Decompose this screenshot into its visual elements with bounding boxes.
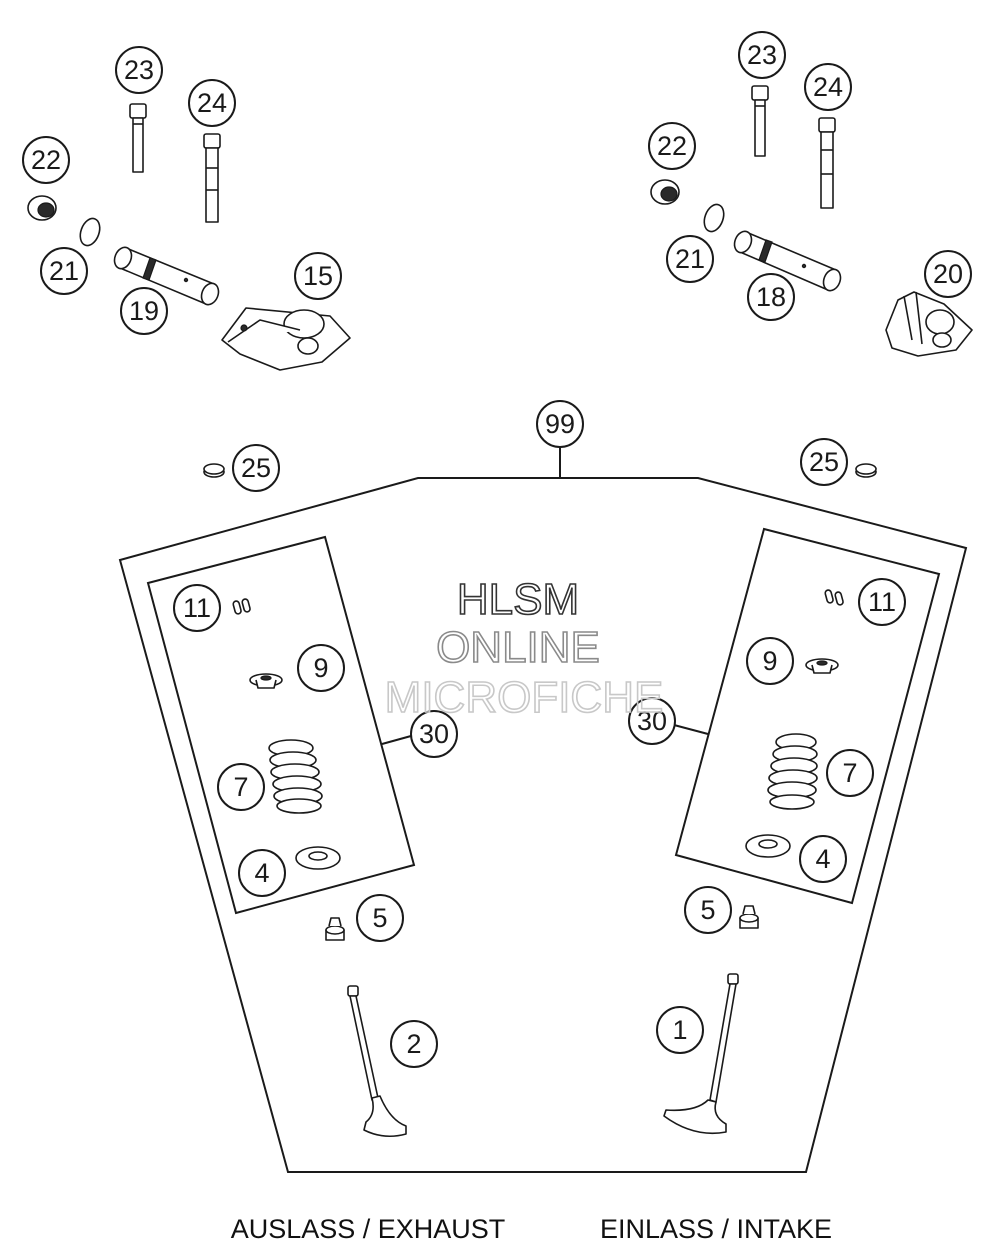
svg-text:25: 25: [809, 447, 839, 477]
callout-24-left: 24: [188, 79, 236, 127]
callout-4-left: 4: [238, 849, 286, 897]
callout-7-right: 7: [826, 749, 874, 797]
callout-7-left: 7: [217, 763, 265, 811]
callout-23-left: 23: [115, 46, 163, 94]
svg-text:7: 7: [842, 758, 857, 788]
valve-keepers-11-left: [232, 598, 251, 615]
watermark-line-1: HLSM: [457, 575, 579, 624]
exhaust-valve-2: [347, 985, 407, 1138]
bolt-24-right: [818, 117, 836, 209]
svg-text:4: 4: [254, 858, 269, 888]
callout-21-left: 21: [40, 247, 88, 295]
callout-30-right: 30: [628, 697, 676, 745]
bolt-24-left: [203, 133, 221, 223]
svg-text:11: 11: [868, 587, 896, 617]
callout-15: 15: [294, 252, 342, 300]
valve-seal-5-right: [739, 905, 759, 929]
leader-30-exhaust: [381, 735, 412, 745]
svg-text:25: 25: [241, 453, 271, 483]
spring-seat-4-right: [745, 834, 791, 858]
callout-18: 18: [747, 273, 795, 321]
svg-text:5: 5: [700, 895, 715, 925]
rocker-arm-20: [885, 291, 973, 357]
svg-text:11: 11: [183, 593, 211, 623]
shim-25-right: [855, 463, 877, 478]
plug-22-right: [650, 179, 680, 205]
callout-4-right: 4: [799, 835, 847, 883]
svg-text:24: 24: [197, 88, 227, 118]
svg-text:7: 7: [233, 772, 248, 802]
callout-23-right: 23: [738, 31, 786, 79]
callout-2: 2: [390, 1020, 438, 1068]
callout-25-left: 25: [232, 444, 280, 492]
callout-21-right: 21: [666, 235, 714, 283]
watermark: HLSM ONLINE MICROFICHE: [384, 574, 664, 723]
callout-9-right: 9: [746, 637, 794, 685]
callout-25-right: 25: [800, 438, 848, 486]
svg-text:21: 21: [675, 244, 705, 274]
bolt-23-left: [129, 103, 147, 173]
callout-11-left: 11: [173, 584, 221, 632]
callout-9-left: 9: [297, 644, 345, 692]
spring-retainer-9-right: [805, 658, 839, 674]
callout-19: 19: [120, 287, 168, 335]
plug-22-left: [27, 195, 57, 221]
leader-30-intake: [673, 724, 709, 735]
callout-5-left: 5: [356, 894, 404, 942]
shim-25-left: [203, 463, 225, 478]
svg-text:1: 1: [672, 1015, 687, 1045]
spring-seat-4-left: [295, 846, 341, 870]
watermark-line-2: ONLINE: [436, 623, 600, 672]
svg-text:22: 22: [31, 145, 61, 175]
valve-seal-5-left: [325, 917, 345, 941]
svg-text:19: 19: [129, 296, 159, 326]
callout-24-right: 24: [804, 63, 852, 111]
spring-retainer-9-left: [249, 673, 283, 689]
svg-text:4: 4: [815, 844, 830, 874]
kit-30-intake-box: [674, 527, 941, 905]
intake-valve-1: [663, 973, 739, 1135]
rocker-arm-15: [221, 307, 351, 371]
svg-text:30: 30: [637, 706, 667, 736]
callout-22-left: 22: [22, 136, 70, 184]
svg-text:23: 23: [747, 40, 777, 70]
rocker-shaft-19: [113, 246, 220, 306]
callout-99: 99: [536, 400, 584, 448]
svg-text:15: 15: [303, 261, 333, 291]
label-intake: EINLASS / INTAKE: [600, 1214, 832, 1244]
svg-text:20: 20: [933, 259, 963, 289]
svg-text:18: 18: [756, 282, 786, 312]
svg-text:23: 23: [124, 55, 154, 85]
watermark-line-3: MICROFICHE: [385, 673, 664, 722]
svg-text:99: 99: [545, 409, 575, 439]
callout-30-left: 30: [410, 710, 458, 758]
valve-spring-7-right: [767, 733, 818, 810]
o-ring-21-left: [79, 217, 101, 247]
callout-22-right: 22: [648, 122, 696, 170]
svg-text:24: 24: [813, 72, 843, 102]
valve-keepers-11-right: [824, 589, 844, 606]
svg-text:22: 22: [657, 131, 687, 161]
o-ring-21-right: [703, 203, 725, 233]
svg-text:9: 9: [313, 653, 328, 683]
svg-text:9: 9: [762, 646, 777, 676]
callout-1: 1: [656, 1006, 704, 1054]
label-exhaust: AUSLASS / EXHAUST: [231, 1214, 506, 1244]
svg-text:2: 2: [406, 1029, 421, 1059]
svg-text:21: 21: [49, 256, 79, 286]
bolt-23-right: [751, 85, 769, 157]
svg-text:30: 30: [419, 719, 449, 749]
callout-11-right: 11: [858, 578, 906, 626]
rocker-shaft-18: [733, 230, 842, 292]
valve-spring-7-left: [268, 739, 323, 814]
callout-20: 20: [924, 250, 972, 298]
svg-text:5: 5: [372, 903, 387, 933]
kit-30-exhaust-box: [146, 535, 416, 915]
kit-99-outline: [118, 477, 968, 1173]
callout-5-right: 5: [684, 886, 732, 934]
